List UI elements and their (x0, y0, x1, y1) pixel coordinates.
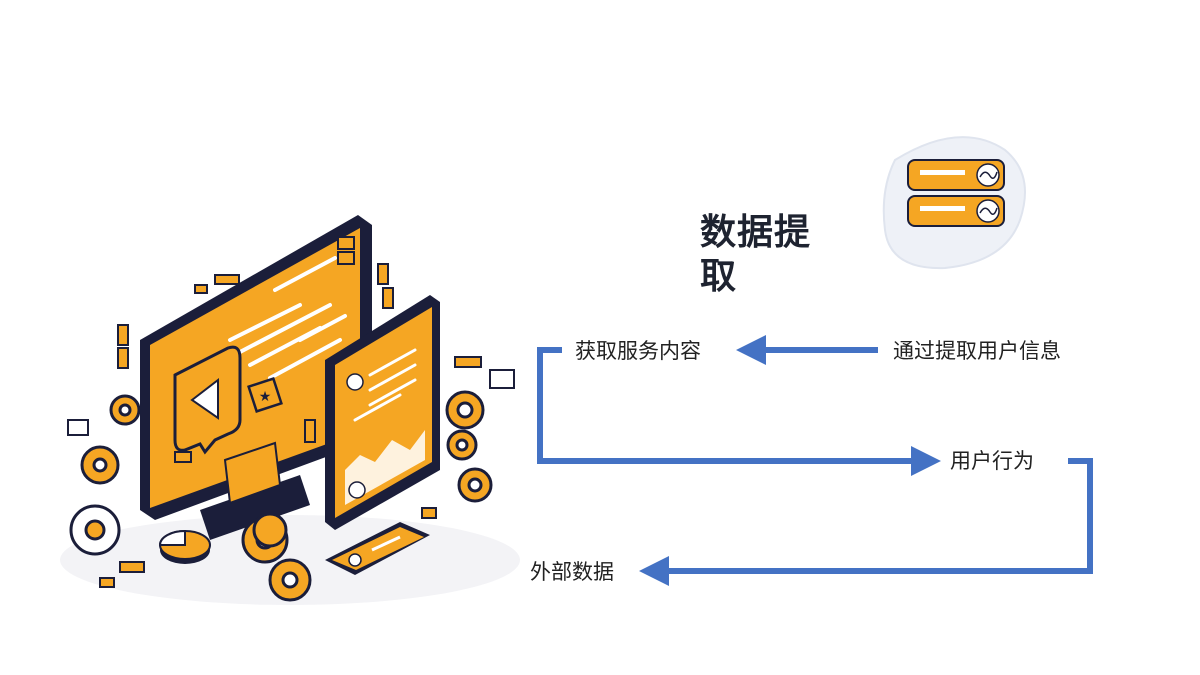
diagram-title: 数据提取 (700, 211, 812, 297)
gear-icon (69, 390, 493, 602)
arrow-behavior-to-external (639, 458, 1093, 586)
node-behavior-label: 用户行为 (950, 449, 1034, 473)
node-external-label: 外部数据 (530, 560, 614, 584)
chat-bubble-icon (173, 345, 242, 455)
tablet-icon (325, 295, 440, 530)
svg-text:★: ★ (259, 389, 272, 405)
data-card-icon (882, 136, 1026, 270)
pie-chart-icon (158, 529, 211, 564)
node-source-label: 通过提取用户信息 (893, 339, 1061, 363)
node-target-label: 获取服务内容 (575, 339, 701, 363)
smartphone-icon (325, 522, 430, 575)
arrow-target-to-behavior (537, 347, 941, 476)
